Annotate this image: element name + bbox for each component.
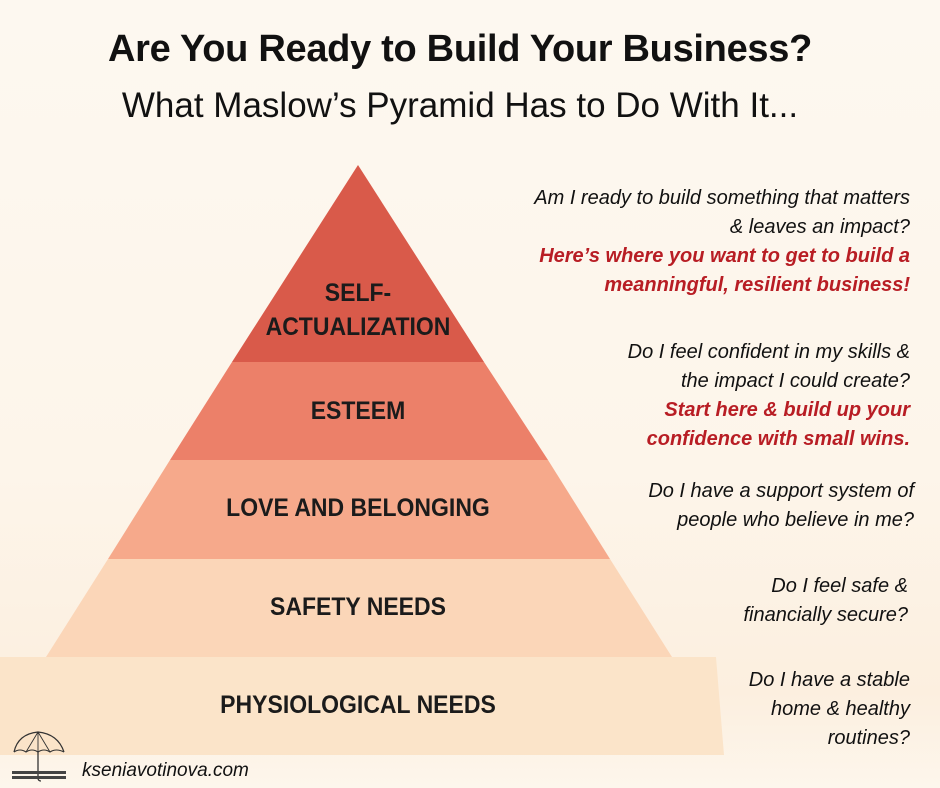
pyramid-level-self-actualization [232,165,484,362]
question-line: Do I feel safe & [771,575,908,597]
question-line: Do I have a stable [748,669,910,691]
question-safety: Do I feel safe & financially secure? [388,572,908,630]
question-physiological: Do I have a stable home & healthy routin… [390,666,910,753]
pyramid-level-physiological [0,657,724,755]
question-line: people who believe in me? [677,509,914,531]
question-love: Do I have a support system of people who… [394,477,914,535]
pyramid-level-safety [46,559,672,657]
question-esteem: Do I feel confident in my skills & the i… [390,338,910,454]
pyramid-level-love [108,460,610,559]
question-line: home & healthy [771,698,910,720]
website-url[interactable]: kseniavotinova.com [82,760,249,781]
question-line: Do I have a support system of [648,480,914,502]
pyramid-level-esteem [170,362,548,460]
question-line: financially secure? [743,604,908,626]
page-title: Are You Ready to Build Your Business? [108,28,812,70]
question-line: Am I ready to build something that matte… [534,187,910,209]
label-line: ACTUALIZATION [265,313,451,341]
highlight-line: meanningful, resilient business! [604,274,910,296]
question-line: the impact I could create? [680,370,910,392]
question-line: & leaves an impact? [729,216,910,238]
highlight-line: Here’s where you want to get to build a [539,245,910,267]
highlight-line: Start here & build up your [664,399,910,421]
level-label-self-actualization: SELF- ACTUALIZATION [29,276,688,344]
label-line: SELF- [324,279,392,307]
level-label-esteem: ESTEEM [310,397,406,425]
question-line: Do I feel confident in my skills & [627,341,910,363]
umbrella-over-books-icon [12,731,66,782]
page-subtitle: What Maslow’s Pyramid Has to Do With It.… [121,86,799,125]
level-label-safety: SAFETY NEEDS [270,593,446,621]
highlight-line: confidence with small wins. [646,428,910,450]
level-label-love: LOVE AND BELONGING [226,494,490,522]
question-self-actualization: Am I ready to build something that matte… [390,184,910,300]
question-line: routines? [827,727,910,749]
level-label-physiological: PHYSIOLOGICAL NEEDS [220,691,496,719]
